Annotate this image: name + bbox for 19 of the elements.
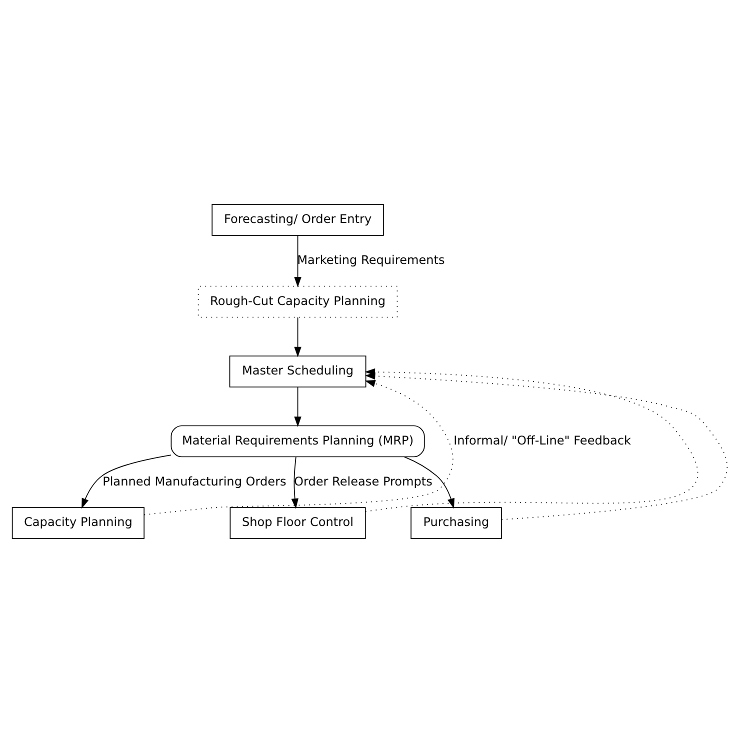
node-box: Purchasing [410,506,502,538]
arrow [144,379,454,515]
arrow [291,456,298,508]
edge-label: Marketing Requirements [297,252,445,267]
node-box: Rough-Cut Capacity Planning [198,285,398,318]
node-box: Forecasting/ Order Entry [212,204,384,236]
arrow [404,456,454,508]
node-box: Shop Floor Control [230,506,366,538]
edge-label: Planned Manufacturing Orders [102,474,286,488]
arrow [364,372,728,520]
arrow [82,454,172,508]
node-box: Material Requirements Planning (MRP) [170,424,425,457]
arrow [294,234,302,287]
arrow [294,386,302,426]
edge-label: Order Release Prompts [294,474,432,488]
arrow [294,316,302,357]
edge-label: Informal/ "Off-Line" Feedback [454,432,632,447]
node-box: Capacity Planning [12,506,144,538]
node-box: Master Scheduling [229,355,366,387]
